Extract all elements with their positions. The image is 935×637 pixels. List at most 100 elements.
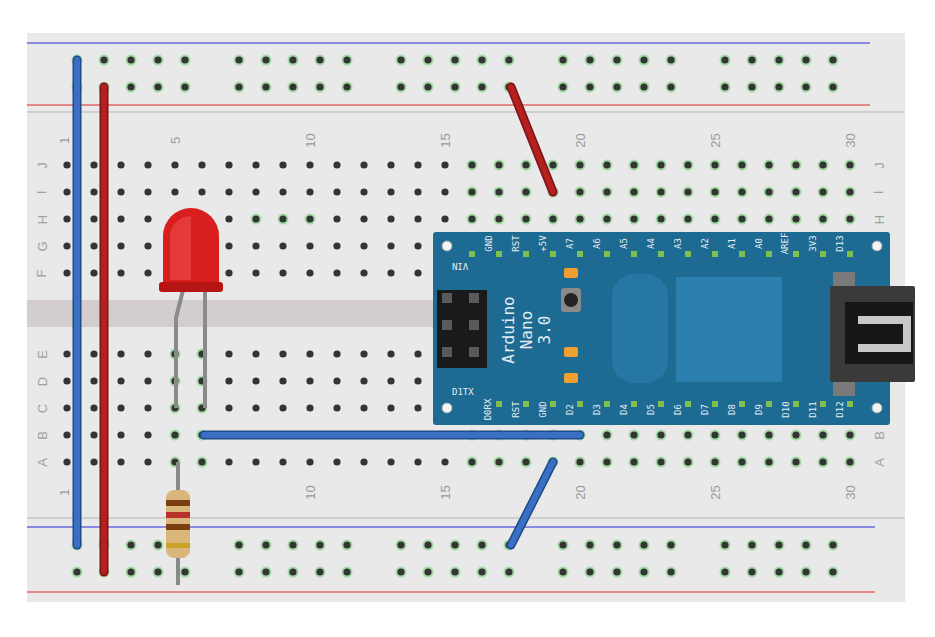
breadboard-hole xyxy=(721,83,728,90)
pin-name: D5 xyxy=(646,404,655,415)
column-number: 20 xyxy=(574,133,587,147)
hole-ring xyxy=(305,214,316,225)
usb-connector xyxy=(830,286,915,382)
hole-ring xyxy=(575,187,586,198)
breadboard-hole xyxy=(414,242,421,249)
pin-pad xyxy=(496,401,502,407)
hole-ring xyxy=(521,457,532,468)
breadboard-hole xyxy=(505,568,512,575)
hole-ring xyxy=(818,214,829,225)
pin-pad xyxy=(820,251,826,257)
breadboard-hole xyxy=(424,83,431,90)
hole-ring xyxy=(764,430,775,441)
hole-ring xyxy=(585,82,596,93)
hole-ring xyxy=(261,82,272,93)
breadboard-hole xyxy=(333,269,340,276)
breadboard-hole xyxy=(225,242,232,249)
arduino-nano-board: Arduino Nano 3.0 xyxy=(433,232,890,425)
breadboard-hole xyxy=(748,83,755,90)
breadboard-hole xyxy=(144,215,151,222)
column-number: 1 xyxy=(58,136,71,143)
pin-pad xyxy=(712,251,718,257)
hole-ring xyxy=(342,567,353,578)
breadboard-hole xyxy=(343,83,350,90)
breadboard-hole xyxy=(819,161,826,168)
breadboard-hole xyxy=(846,458,853,465)
hole-ring xyxy=(629,160,640,171)
hole-ring xyxy=(477,540,488,551)
breadboard-hole xyxy=(360,404,367,411)
breadboard-hole xyxy=(684,458,691,465)
row-letter: H xyxy=(36,214,49,223)
hole-ring xyxy=(602,214,613,225)
hole-ring xyxy=(845,187,856,198)
pin-pad xyxy=(523,251,529,257)
hole-ring xyxy=(629,457,640,468)
breadboard-hole xyxy=(603,431,610,438)
breadboard-hole xyxy=(630,215,637,222)
hole-ring xyxy=(180,55,191,66)
hole-ring xyxy=(683,187,694,198)
breadboard-hole xyxy=(738,188,745,195)
pin-name: +5V xyxy=(539,235,548,251)
breadboard-hole xyxy=(360,161,367,168)
breadboard-hole xyxy=(144,404,151,411)
hole-ring xyxy=(801,567,812,578)
breadboard-hole xyxy=(478,56,485,63)
hole-ring xyxy=(612,567,623,578)
hole-ring xyxy=(656,160,667,171)
breadboard-hole xyxy=(387,161,394,168)
breadboard-hole xyxy=(333,404,340,411)
row-letter: I xyxy=(872,190,885,194)
pin-name: A2 xyxy=(700,238,709,249)
breadboard-hole xyxy=(154,83,161,90)
breadboard-hole xyxy=(181,56,188,63)
breadboard-hole xyxy=(90,242,97,249)
breadboard-hole xyxy=(100,56,107,63)
rail-line-blue xyxy=(27,527,875,528)
mount-hole xyxy=(872,241,882,251)
breadboard-hole xyxy=(640,541,647,548)
breadboard-hole xyxy=(306,188,313,195)
breadboard-hole xyxy=(441,458,448,465)
breadboard-hole xyxy=(522,161,529,168)
rail-separator xyxy=(27,517,905,519)
nano-chip xyxy=(676,277,782,382)
breadboard-hole xyxy=(846,431,853,438)
breadboard-hole xyxy=(225,215,232,222)
breadboard-hole xyxy=(333,161,340,168)
jumper-wire-blue xyxy=(511,462,553,545)
breadboard-hole xyxy=(657,188,664,195)
breadboard-hole xyxy=(792,431,799,438)
hole-ring xyxy=(801,82,812,93)
pin-pad xyxy=(685,251,691,257)
pin-pad xyxy=(685,401,691,407)
breadboard-hole xyxy=(225,377,232,384)
pin-pad xyxy=(712,401,718,407)
hole-ring xyxy=(72,567,83,578)
breadboard-hole xyxy=(279,458,286,465)
column-number: 25 xyxy=(709,485,722,499)
breadboard-hole xyxy=(343,541,350,548)
breadboard-hole xyxy=(397,541,404,548)
breadboard-hole xyxy=(154,541,161,548)
pin-name: VIN xyxy=(452,261,468,270)
resistor-band xyxy=(166,500,190,506)
hole-ring xyxy=(683,430,694,441)
hole-ring xyxy=(450,55,461,66)
hole-ring xyxy=(494,457,505,468)
breadboard-hole xyxy=(90,404,97,411)
row-letter: B xyxy=(35,431,48,440)
breadboard-hole xyxy=(225,404,232,411)
breadboard-hole xyxy=(576,188,583,195)
breadboard-hole xyxy=(225,161,232,168)
hole-ring xyxy=(639,82,650,93)
column-number: 10 xyxy=(304,485,317,499)
breadboard-hole xyxy=(765,458,772,465)
usb-socket xyxy=(845,302,913,364)
breadboard-hole xyxy=(279,350,286,357)
breadboard-hole xyxy=(360,377,367,384)
breadboard-hole xyxy=(414,161,421,168)
hole-ring xyxy=(737,457,748,468)
hole-ring xyxy=(575,457,586,468)
